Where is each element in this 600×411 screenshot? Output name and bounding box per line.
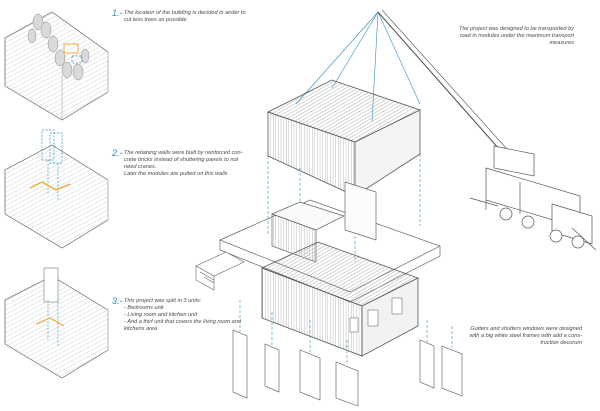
step2-number: 2.- (112, 148, 123, 158)
exterior-stairs (195, 251, 245, 291)
shutter-frames (232, 329, 463, 407)
step3-line: - And a thirf unit that covers the livin… (124, 319, 242, 325)
step3-line: kitchens area (124, 326, 158, 332)
transport-note-line: The project was designed to be transport… (458, 26, 574, 32)
step1-number: 1.- (112, 8, 123, 18)
step2-retaining-walls-illustration (4, 129, 109, 249)
exploded-house-axonometric (195, 11, 463, 407)
transport-note: The project was designed to be transport… (459, 26, 574, 47)
step1-description: The location of the building is decided … (124, 10, 246, 24)
step3-line: This project was split in 3 units: (124, 298, 202, 304)
step2-line: need cranes. (124, 164, 157, 170)
step1-line: The location of the building is decided … (124, 10, 246, 16)
step2-line: Later the modules are putted on this wal… (124, 171, 228, 177)
retaining-wall-highlight (29, 181, 71, 191)
step3-line: - Living room and kitchen unit (124, 312, 198, 318)
step2-description: The retaining walls were built by reinfo… (124, 150, 242, 178)
step3-number: 3.- (112, 296, 123, 306)
step3-modules-illustration (4, 267, 109, 379)
living-kitchen-module (260, 241, 420, 357)
transport-note-line: road in modules under the maximum transp… (459, 33, 574, 39)
gutters-note: Gutters and shutters windows were design… (469, 326, 582, 347)
step2-line: The retaining walls were built by reinfo… (124, 150, 243, 156)
step1-terrain-illustration (4, 11, 109, 121)
gutters-note-line: Gutters and shutters windows were design… (470, 326, 582, 332)
step1-line: cut less trees as possible (124, 17, 187, 23)
step2-line: crete bricks instead of shuttering panel… (124, 157, 239, 163)
crane-truck-illustration (377, 9, 597, 251)
bedroom-module (271, 181, 377, 263)
roof-module (266, 79, 422, 197)
step3-description: This project was split in 3 units: - Bed… (124, 298, 241, 333)
step3-line: - Bedrooms unit (124, 305, 164, 311)
tree-cluster (27, 13, 90, 81)
transport-note-line: measures (549, 40, 574, 46)
gutters-note-line: with a big white steel frames with add a… (469, 333, 582, 339)
gutters-note-line: truction decorum (540, 340, 582, 346)
building-footprint (63, 43, 79, 54)
